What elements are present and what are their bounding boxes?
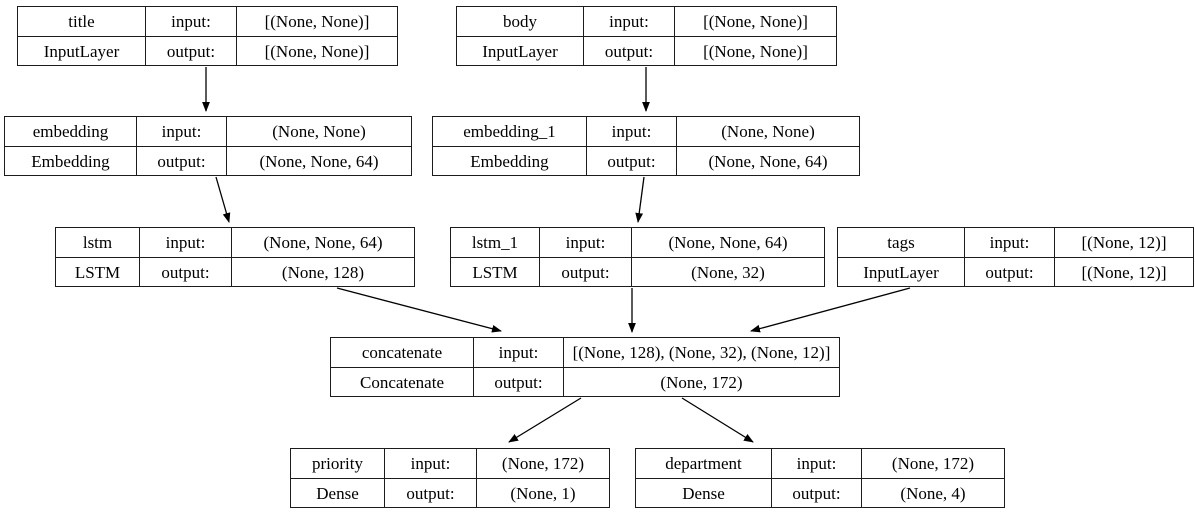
output-label: output: bbox=[384, 478, 476, 507]
output-shape: (None, 32) bbox=[631, 257, 824, 286]
output-shape: (None, None, 64) bbox=[676, 146, 859, 175]
output-shape: [(None, 12)] bbox=[1054, 257, 1193, 286]
input-shape: (None, None) bbox=[226, 117, 411, 146]
input-label: input: bbox=[771, 449, 861, 478]
layer-name: body bbox=[503, 12, 537, 31]
layer-type: LSTM bbox=[56, 257, 139, 286]
input-shape: [(None, None)] bbox=[674, 7, 836, 36]
output-label: output: bbox=[586, 146, 676, 175]
layer-name: lstm_1 bbox=[471, 233, 519, 252]
layer-node-lstm: lstm input: (None, None, 64) LSTM output… bbox=[55, 227, 415, 287]
layer-type: Dense bbox=[291, 478, 384, 507]
output-shape: (None, 1) bbox=[476, 478, 609, 507]
edge-embedding_1-lstm_1-arrow bbox=[635, 176, 645, 223]
output-label: output: bbox=[583, 36, 674, 65]
input-shape: [(None, 128), (None, 32), (None, 12)] bbox=[563, 338, 839, 367]
edge-concatenate-department-arrow bbox=[681, 397, 754, 443]
output-shape: [(None, None)] bbox=[236, 36, 397, 65]
output-shape: (None, 128) bbox=[231, 257, 414, 286]
layer-type: InputLayer bbox=[457, 36, 583, 65]
output-shape: (None, None, 64) bbox=[226, 146, 411, 175]
output-label: output: bbox=[964, 257, 1054, 286]
layer-node-concatenate: concatenate input: [(None, 128), (None, … bbox=[330, 337, 840, 397]
layer-node-priority: priority input: (None, 172) Dense output… bbox=[290, 448, 610, 508]
output-shape: [(None, None)] bbox=[674, 36, 836, 65]
input-label: input: bbox=[145, 7, 236, 36]
output-label: output: bbox=[771, 478, 861, 507]
input-shape: (None, None, 64) bbox=[631, 228, 824, 257]
layer-name: embedding bbox=[32, 122, 109, 141]
layer-type: InputLayer bbox=[838, 257, 964, 286]
layer-node-title: title input: [(None, None)] InputLayer o… bbox=[17, 6, 398, 66]
output-shape: (None, 172) bbox=[563, 367, 839, 396]
layer-node-lstm_1: lstm_1 input: (None, None, 64) LSTM outp… bbox=[450, 227, 825, 287]
layer-type: InputLayer bbox=[18, 36, 145, 65]
input-shape: (None, None) bbox=[676, 117, 859, 146]
layer-type: Concatenate bbox=[331, 367, 473, 396]
layer-node-embedding_1: embedding_1 input: (None, None) Embeddin… bbox=[432, 116, 860, 176]
edge-concatenate-priority-arrow bbox=[508, 397, 582, 443]
input-shape: (None, 172) bbox=[861, 449, 1004, 478]
output-label: output: bbox=[473, 367, 563, 396]
input-label: input: bbox=[539, 228, 631, 257]
layer-type: Dense bbox=[636, 478, 771, 507]
input-label: input: bbox=[583, 7, 674, 36]
layer-name: concatenate bbox=[361, 343, 443, 362]
input-label: input: bbox=[384, 449, 476, 478]
output-shape: (None, 4) bbox=[861, 478, 1004, 507]
layer-name: priority bbox=[312, 454, 363, 473]
edge-tags-concatenate-arrow bbox=[750, 287, 911, 333]
output-label: output: bbox=[145, 36, 236, 65]
layer-node-tags: tags input: [(None, 12)] InputLayer outp… bbox=[837, 227, 1194, 287]
layer-name: embedding_1 bbox=[463, 122, 556, 141]
layer-type: Embedding bbox=[433, 146, 586, 175]
layer-node-embedding: embedding input: (None, None) Embedding … bbox=[4, 116, 412, 176]
layer-node-department: department input: (None, 172) Dense outp… bbox=[635, 448, 1005, 508]
layer-name: title bbox=[68, 12, 95, 31]
layer-node-body: body input: [(None, None)] InputLayer ou… bbox=[456, 6, 837, 66]
input-shape: (None, 172) bbox=[476, 449, 609, 478]
layer-name: tags bbox=[887, 233, 915, 252]
layer-name: lstm bbox=[82, 233, 113, 252]
edge-embedding-lstm-arrow bbox=[215, 176, 231, 223]
output-label: output: bbox=[139, 257, 231, 286]
input-shape: (None, None, 64) bbox=[231, 228, 414, 257]
input-label: input: bbox=[139, 228, 231, 257]
input-label: input: bbox=[473, 338, 563, 367]
input-label: input: bbox=[136, 117, 226, 146]
layer-name: department bbox=[665, 454, 742, 473]
layer-type: LSTM bbox=[451, 257, 539, 286]
input-shape: [(None, None)] bbox=[236, 7, 397, 36]
edge-lstm-concatenate-arrow bbox=[336, 287, 502, 333]
input-shape: [(None, 12)] bbox=[1054, 228, 1193, 257]
output-label: output: bbox=[539, 257, 631, 286]
output-label: output: bbox=[136, 146, 226, 175]
input-label: input: bbox=[964, 228, 1054, 257]
input-label: input: bbox=[586, 117, 676, 146]
layer-type: Embedding bbox=[5, 146, 136, 175]
